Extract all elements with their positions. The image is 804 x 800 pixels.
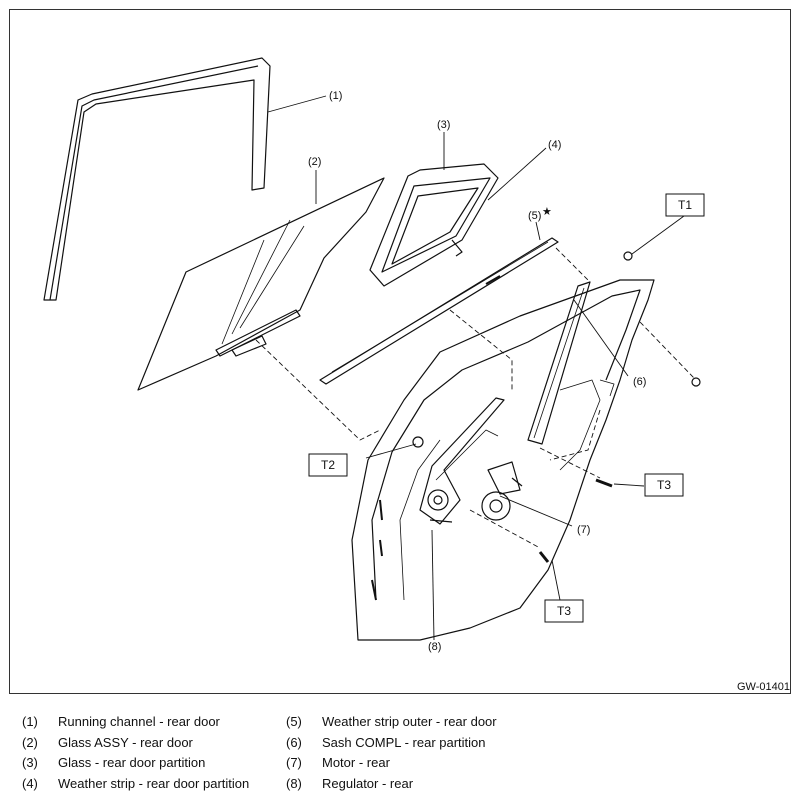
legend-text: Glass ASSY - rear door <box>58 735 193 750</box>
legend-text: Weather strip - rear door partition <box>58 776 250 791</box>
torque-label-t3-lower: T3 <box>557 604 571 618</box>
legend-num: (2) <box>22 735 38 750</box>
legend-text: Sash COMPL - rear partition <box>322 735 486 750</box>
star-mark: ★ <box>542 206 552 218</box>
torque-label-t2: T2 <box>321 458 335 472</box>
legend-text: Regulator - rear <box>322 776 414 791</box>
callout-8: (8) <box>428 641 441 653</box>
torque-box-t3-upper: T3 <box>644 473 684 497</box>
legend-text: Motor - rear <box>322 755 390 770</box>
legend-num: (8) <box>286 776 302 791</box>
figure-code: GW-01401 <box>737 681 790 693</box>
diagram-frame <box>9 9 791 694</box>
exploded-view-diagram: (1) (2) (3) (4) (5) ★ (6) (7) (8) T1 T2 … <box>43 57 705 653</box>
legend-num: (3) <box>22 755 38 770</box>
torque-box-t2: T2 <box>308 453 348 477</box>
weather-strip-outer-part <box>319 237 559 385</box>
partition-glass-part <box>369 163 499 287</box>
legend-num: (4) <box>22 776 38 791</box>
callout-5: (5) <box>528 210 541 222</box>
legend-text: Glass - rear door partition <box>58 755 206 770</box>
regulator-part <box>419 397 505 525</box>
callout-2: (2) <box>308 156 321 168</box>
legend: (1) Running channel - rear door (2) Glass … <box>0 712 804 800</box>
legend-num: (1) <box>22 714 38 729</box>
glass-assy-part <box>137 177 385 391</box>
legend-text: Weather strip outer - rear door <box>322 714 497 729</box>
callout-1: (1) <box>329 90 342 102</box>
motor-part <box>481 461 523 521</box>
leader-lines <box>267 95 685 641</box>
legend-num: (5) <box>286 714 302 729</box>
legend-item: (5) Weather strip outer - rear door <box>286 714 497 729</box>
legend-item: (3) Glass - rear door partition <box>22 755 205 770</box>
running-channel-part <box>43 57 271 301</box>
torque-box-t1: T1 <box>665 193 705 217</box>
legend-item: (2) Glass ASSY - rear door <box>22 735 193 750</box>
callout-7: (7) <box>577 524 590 536</box>
torque-label-t1: T1 <box>678 198 692 212</box>
legend-item: (7) Motor - rear <box>286 755 390 770</box>
legend-num: (6) <box>286 735 302 750</box>
legend-item: (6) Sash COMPL - rear partition <box>286 735 486 750</box>
legend-item: (1) Running channel - rear door <box>22 714 220 729</box>
callout-3: (3) <box>437 119 450 131</box>
bolts <box>412 251 701 563</box>
legend-text: Running channel - rear door <box>58 714 220 729</box>
torque-label-t3-upper: T3 <box>657 478 671 492</box>
callout-4: (4) <box>548 139 561 151</box>
sash-part <box>527 281 591 445</box>
door-panel-part <box>351 279 655 641</box>
callout-6: (6) <box>633 376 646 388</box>
legend-num: (7) <box>286 755 302 770</box>
legend-item: (4) Weather strip - rear door partition <box>22 776 249 791</box>
torque-box-t3-lower: T3 <box>544 599 584 623</box>
legend-item: (8) Regulator - rear <box>286 776 413 791</box>
guide-lines <box>255 247 695 549</box>
